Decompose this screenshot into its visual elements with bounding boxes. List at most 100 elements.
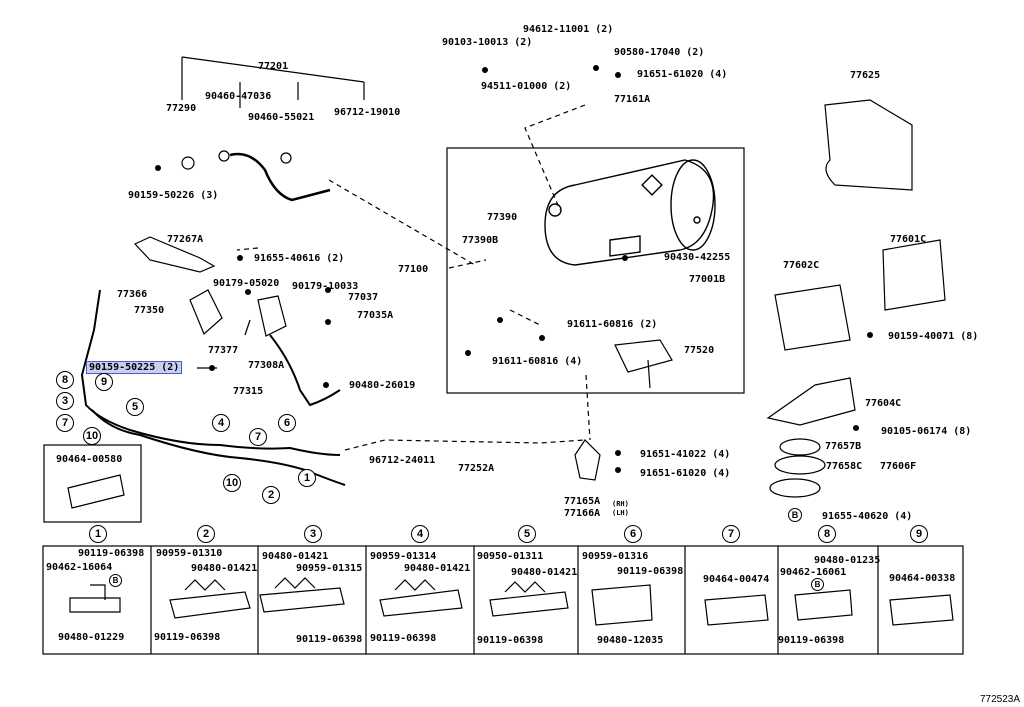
label-96712-19010: 96712-19010 bbox=[334, 107, 401, 118]
label-90460-47036: 90460-47036 bbox=[205, 91, 272, 102]
label-90159-50226: 90159-50226 (3) bbox=[128, 190, 219, 201]
label-77001b: 77001B bbox=[689, 274, 726, 285]
box1-label-a: 90119-06398 bbox=[78, 548, 145, 559]
label-77658c: 77658C bbox=[826, 461, 863, 472]
box6-label-c: 90480-12035 bbox=[597, 635, 664, 646]
label-91611-60816-b: 91611-60816 (4) bbox=[492, 356, 583, 367]
box5-label-a: 90950-01311 bbox=[477, 551, 544, 562]
table-header-4: 4 bbox=[411, 525, 429, 543]
label-96712-24011: 96712-24011 bbox=[369, 455, 436, 466]
box1-label-b: 90462-16064 bbox=[46, 562, 113, 573]
label-91651-41022: 91651-41022 (4) bbox=[640, 449, 731, 460]
label-77267a: 77267A bbox=[167, 234, 204, 245]
callout-8: 8 bbox=[56, 371, 74, 389]
box2-label-b: 90480-01421 bbox=[191, 563, 258, 574]
box8-label-c: 90119-06398 bbox=[778, 635, 845, 646]
label-90464-00580: 90464-00580 bbox=[56, 454, 123, 465]
label-77366: 77366 bbox=[117, 289, 148, 300]
table-header-8: 8 bbox=[818, 525, 836, 543]
box8-label-b: 90462-16061 bbox=[780, 567, 847, 578]
protector-77604c-icon bbox=[766, 377, 856, 426]
callout-7-b: 7 bbox=[249, 428, 267, 446]
filler-hose-icon bbox=[229, 152, 331, 202]
label-91655-40616: 91655-40616 (2) bbox=[254, 253, 345, 264]
protector-77601c-icon bbox=[882, 239, 946, 311]
label-77377: 77377 bbox=[208, 345, 239, 356]
box5-label-c: 90119-06398 bbox=[477, 635, 544, 646]
label-77037: 77037 bbox=[348, 292, 379, 303]
label-77604c: 77604C bbox=[865, 398, 902, 409]
box5-label-b: 90480-01421 bbox=[511, 567, 578, 578]
box3-label-c: 90119-06398 bbox=[296, 634, 363, 645]
tank-group-frame bbox=[446, 147, 745, 394]
box4-label-c: 90119-06398 bbox=[370, 633, 437, 644]
box6-label-b: 90119-06398 bbox=[617, 566, 684, 577]
callout-4: 4 bbox=[212, 414, 230, 432]
callout-9: 9 bbox=[95, 373, 113, 391]
label-90460-55021: 90460-55021 bbox=[248, 112, 315, 123]
box1-label-c: 90480-01229 bbox=[58, 632, 125, 643]
label-94511-01000: 94511-01000 (2) bbox=[481, 81, 572, 92]
box9-label-a: 90464-00338 bbox=[889, 573, 956, 584]
protector-77602c-icon bbox=[774, 284, 851, 351]
table-header-7: 7 bbox=[722, 525, 740, 543]
filler-lid-icon bbox=[189, 289, 223, 336]
callout-2: 2 bbox=[262, 486, 280, 504]
filler-box-icon bbox=[257, 295, 287, 337]
label-90580-17040: 90580-17040 (2) bbox=[614, 47, 705, 58]
table-header-2: 2 bbox=[197, 525, 215, 543]
label-77606f: 77606F bbox=[880, 461, 917, 472]
label-77290: 77290 bbox=[166, 103, 197, 114]
sender-gauge-icon bbox=[614, 339, 673, 373]
callout-10-a: 10 bbox=[223, 474, 241, 492]
box4-label-a: 90959-01314 bbox=[370, 551, 437, 562]
box3-label-a: 90480-01421 bbox=[262, 551, 329, 562]
label-77625: 77625 bbox=[850, 70, 881, 81]
bracket-77165a-icon bbox=[574, 439, 601, 481]
callout-10-b: 10 bbox=[83, 427, 101, 445]
table-header-9: 9 bbox=[910, 525, 928, 543]
b-marker-box8: B bbox=[811, 578, 824, 591]
label-77252a: 77252A bbox=[458, 463, 495, 474]
label-91611-60816-a: 91611-60816 (2) bbox=[567, 319, 658, 330]
label-77201: 77201 bbox=[258, 61, 289, 72]
box4-label-b: 90480-01421 bbox=[404, 563, 471, 574]
label-90159-50225-highlighted[interactable]: 90159-50225 (2) bbox=[85, 361, 183, 374]
fuel-tank-icon bbox=[544, 159, 716, 266]
label-90480-26019: 90480-26019 bbox=[349, 380, 416, 391]
label-90179-10033: 90179-10033 bbox=[292, 281, 359, 292]
label-77161a: 77161A bbox=[614, 94, 651, 105]
label-90105-06174: 90105-06174 (8) bbox=[881, 426, 972, 437]
label-lh: (LH) bbox=[612, 509, 629, 517]
diagram-code: 772523A bbox=[979, 694, 1020, 705]
callout-7-a: 7 bbox=[56, 414, 74, 432]
label-90430-42255: 90430-42255 bbox=[664, 252, 731, 263]
tank-guard-77625-icon bbox=[824, 99, 913, 191]
box3-label-b: 90959-01315 bbox=[296, 563, 363, 574]
box6-label-a: 90959-01316 bbox=[582, 551, 649, 562]
box8-label-a: 90480-01235 bbox=[814, 555, 881, 566]
table-header-3: 3 bbox=[304, 525, 322, 543]
label-77520: 77520 bbox=[684, 345, 715, 356]
box2-label-c: 90119-06398 bbox=[154, 632, 221, 643]
table-header-5: 5 bbox=[518, 525, 536, 543]
label-77165a: 77165A bbox=[564, 496, 601, 507]
label-77100: 77100 bbox=[398, 264, 429, 275]
b-marker-box1: B bbox=[109, 574, 122, 587]
table-header-1: 1 bbox=[89, 525, 107, 543]
callout-3: 3 bbox=[56, 392, 74, 410]
label-77350: 77350 bbox=[134, 305, 165, 316]
label-94612-11001: 94612-11001 (2) bbox=[523, 24, 614, 35]
callout-6: 6 bbox=[278, 414, 296, 432]
clamp-90464-00580-icon bbox=[67, 474, 125, 509]
label-91655-40620: 91655-40620 (4) bbox=[822, 511, 913, 522]
label-77390b: 77390B bbox=[462, 235, 499, 246]
fuel-line-icon bbox=[80, 289, 341, 456]
b-marker-main: B bbox=[788, 508, 802, 522]
callout-1: 1 bbox=[298, 469, 316, 487]
bracket-77267a-icon bbox=[133, 236, 216, 273]
clamp-10-frame bbox=[43, 444, 142, 523]
label-91651-61020-b: 91651-61020 (4) bbox=[640, 468, 731, 479]
box7-label-a: 90464-00474 bbox=[703, 574, 770, 585]
